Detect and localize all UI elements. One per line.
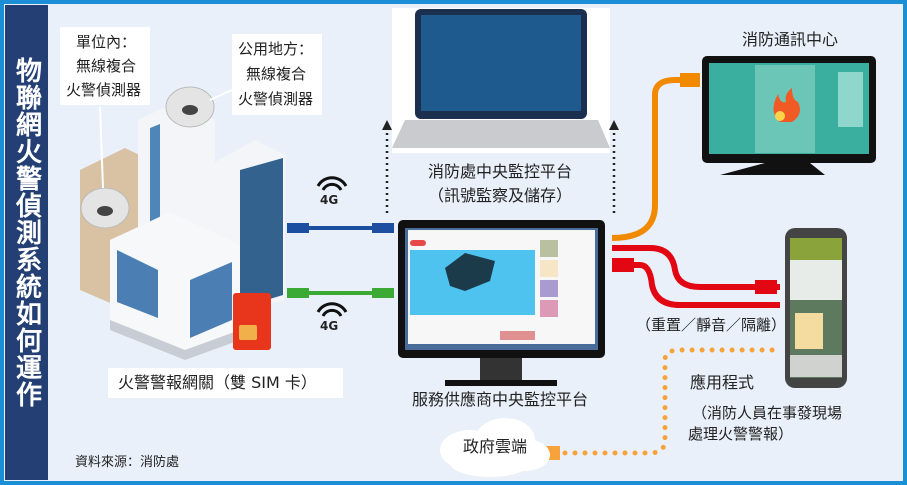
- provider-monitor-illustration: [398, 220, 605, 386]
- label-line: 無線複合: [76, 57, 137, 75]
- label-line: 單位內：: [76, 33, 137, 51]
- title: 物聯網火警偵測系統如何運作: [11, 57, 42, 408]
- app-desc-line: 處理火警警報）: [688, 425, 794, 443]
- red-link-out: [612, 245, 780, 290]
- smoke-detector-icon: [165, 86, 215, 128]
- gov-cloud-label: 政府雲端: [463, 437, 528, 456]
- label-line: （訊號監察及儲存）: [427, 186, 572, 205]
- cloud-icon: [440, 418, 550, 477]
- detector-public-label: 公用地方： 無線複合 火警偵測器: [232, 34, 322, 115]
- label-line: 消防處中央監控平台: [427, 162, 572, 181]
- fire-centre-label: 消防通訊中心: [741, 30, 838, 49]
- sim-card-icon: [233, 293, 271, 350]
- dotted-arrow-up: [382, 120, 392, 213]
- app-title: 應用程式: [690, 373, 755, 392]
- gateway-label: 火警警報網關（雙 SIM 卡）: [108, 368, 343, 398]
- smoke-detector-icon: [80, 187, 130, 229]
- phone-illustration: [785, 228, 847, 388]
- 4g-badge: 4G: [320, 193, 339, 207]
- red-link-in: [615, 262, 780, 308]
- green-4g-link: [287, 288, 394, 298]
- orange-link: [611, 77, 700, 241]
- actions-label: （重置／靜音／隔離）: [636, 316, 787, 334]
- provider-platform-label: 服務供應商中央監控平台: [411, 390, 588, 409]
- 4g-badge: 4G: [320, 319, 339, 333]
- app-desc-line: （消防人員在事發現場: [692, 404, 843, 422]
- label-line: 火警偵測器: [66, 81, 142, 99]
- dotted-arrow-up: [609, 120, 619, 213]
- detector-unit-label: 單位內： 無線複合 火警偵測器: [60, 27, 150, 105]
- signal-icon: [316, 302, 348, 317]
- dotted-orange-link: [542, 347, 785, 456]
- fsd-platform-label: 消防處中央監控平台 （訊號監察及儲存）: [400, 160, 600, 208]
- source-note: 資料來源：消防處: [75, 455, 180, 470]
- signal-icon: [316, 176, 348, 191]
- laptop-illustration: [392, 8, 610, 153]
- fire-icon: [773, 88, 800, 122]
- label-line: 無線複合: [246, 65, 307, 83]
- label-line: 公用地方：: [238, 40, 314, 58]
- title-bar: 物聯網火警偵測系統如何運作: [5, 5, 48, 480]
- label-line: 火警偵測器: [238, 90, 314, 108]
- blue-4g-link: [287, 223, 394, 233]
